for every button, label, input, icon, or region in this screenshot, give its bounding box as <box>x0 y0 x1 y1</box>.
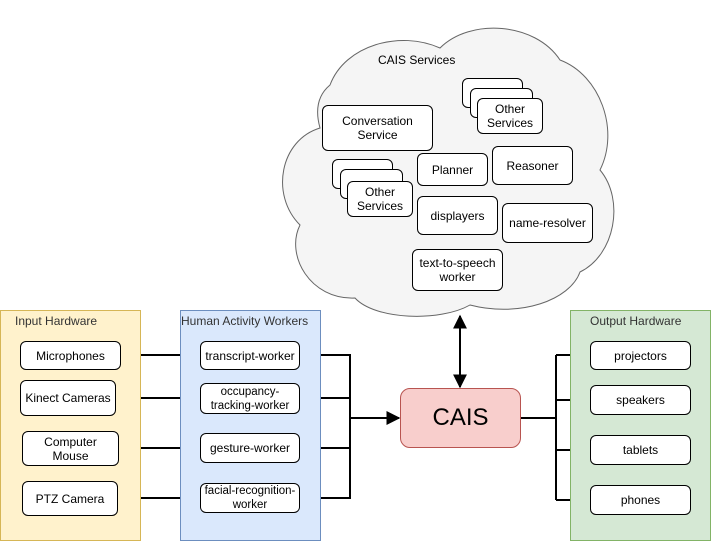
input-hardware-title: Input Hardware <box>15 314 98 328</box>
transcript-worker-node[interactable]: transcript-worker <box>200 341 300 370</box>
ptz-camera-node[interactable]: PTZ Camera <box>22 481 118 516</box>
displayers-service[interactable]: displayers <box>417 196 498 235</box>
cloud-title: CAIS Services <box>378 53 456 67</box>
name-resolver-service[interactable]: name-resolver <box>502 203 593 243</box>
planner-service[interactable]: Planner <box>417 153 488 186</box>
gesture-worker-node[interactable]: gesture-worker <box>200 433 300 463</box>
phones-node[interactable]: phones <box>590 485 691 515</box>
kinect-cameras-node[interactable]: Kinect Cameras <box>20 380 116 416</box>
tablets-node[interactable]: tablets <box>590 435 691 465</box>
reasoner-service[interactable]: Reasoner <box>492 146 573 185</box>
other-services-top[interactable]: Other Services <box>477 98 543 134</box>
output-hardware-title: Output Hardware <box>590 314 682 328</box>
facial-recognition-worker-node[interactable]: facial-recognition- worker <box>200 483 300 513</box>
text-to-speech-worker[interactable]: text-to-speech worker <box>412 249 503 291</box>
conversation-service[interactable]: Conversation Service <box>322 105 433 151</box>
projectors-node[interactable]: projectors <box>590 341 691 370</box>
human-activity-workers-title: Human Activity Workers <box>181 314 309 328</box>
speakers-node[interactable]: speakers <box>590 385 691 415</box>
occupancy-tracking-worker-node[interactable]: occupancy- tracking-worker <box>200 383 300 414</box>
other-services-left[interactable]: Other Services <box>347 181 413 217</box>
cais-core[interactable]: CAIS <box>400 388 521 448</box>
computer-mouse-node[interactable]: Computer Mouse <box>22 431 119 466</box>
microphones-node[interactable]: Microphones <box>20 341 121 370</box>
